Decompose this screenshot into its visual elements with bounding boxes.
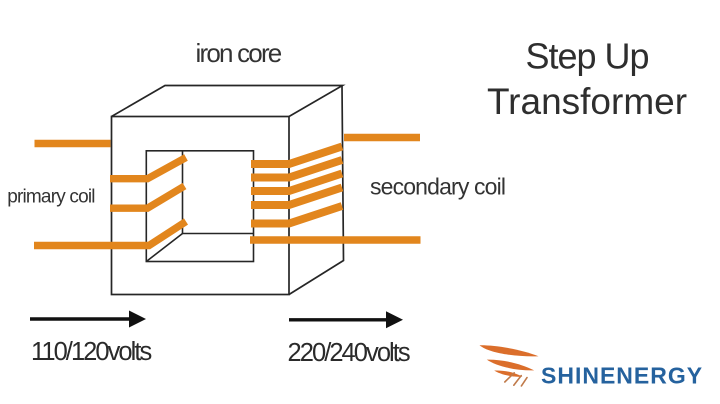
svg-text:iron core: iron core (196, 38, 282, 68)
svg-text:Step Up: Step Up (525, 36, 648, 77)
svg-text:primary coil: primary coil (7, 187, 95, 208)
svg-text:220/240volts: 220/240volts (288, 339, 410, 367)
svg-text:SHINENERGY: SHINENERGY (541, 363, 703, 389)
svg-text:secondary coil: secondary coil (370, 174, 505, 200)
svg-text:110/120volts: 110/120volts (31, 338, 152, 366)
svg-text:Transformer: Transformer (487, 81, 687, 122)
